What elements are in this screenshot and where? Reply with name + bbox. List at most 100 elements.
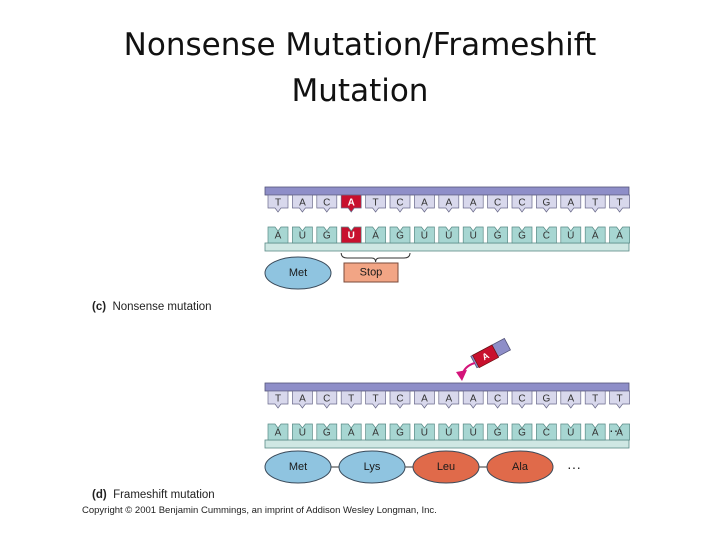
nonsense-dna-base-label: T <box>275 198 281 209</box>
nonsense-dna-base-label: A <box>470 198 477 209</box>
nonsense-dna-base-tab <box>560 194 582 213</box>
copyright-notice: Copyright © 2001 Benjamin Cummings, an i… <box>82 505 437 516</box>
nonsense-mrna-base-label: G <box>494 231 502 242</box>
frameshift-mrna-base-label: A <box>372 428 379 439</box>
caption-nonsense: (c) Nonsense mutation <box>92 301 212 313</box>
nonsense-dna-base-label: T <box>373 198 379 209</box>
frameshift-mrna-base-label: A <box>275 428 282 439</box>
frameshift-mrna-base-label: G <box>323 428 331 439</box>
frameshift-dna-base-tab <box>511 390 533 409</box>
caption-frameshift-text: Frameshift mutation <box>113 489 215 501</box>
frameshift-mrna-base-tab <box>267 423 289 441</box>
protein-lys-frameshift <box>338 450 406 484</box>
frameshift-mrna-base-tab <box>389 423 411 441</box>
frameshift-mrna-base-tab <box>414 423 435 441</box>
frameshift-dna-base-label: A <box>445 394 452 405</box>
frameshift-mrna-strand <box>264 439 630 449</box>
frameshift-dna-base-tab <box>414 390 435 409</box>
nonsense-dna-base-tab <box>292 194 313 213</box>
nonsense-dna-base-label: A <box>567 198 574 209</box>
nonsense-dna-base-tab <box>340 194 362 213</box>
caption-nonsense-letter: (c) <box>92 301 107 313</box>
nonsense-mrna-base-tab <box>511 226 533 244</box>
frameshift-mrna-base-tab <box>365 423 386 441</box>
nonsense-dna-base-label: T <box>592 198 598 209</box>
protein-stop-label: Stop <box>360 267 383 279</box>
protein-ala-frameshift-label: Ala <box>512 461 529 473</box>
nonsense-dna-base-tab <box>267 194 289 213</box>
inserted-base-tab <box>472 344 500 369</box>
frameshift-dna-base-label: C <box>323 394 330 405</box>
nonsense-mrna-base-label: G <box>396 231 404 242</box>
nonsense-mrna-base-tab <box>536 226 557 244</box>
nonsense-dna-base-label: T <box>617 198 623 209</box>
nonsense-dna-base-tab <box>609 194 630 213</box>
frameshift-dna-base-label: C <box>518 394 525 405</box>
frameshift-mrna-base-label: G <box>396 428 404 439</box>
frameshift-mrna-base-tab <box>609 423 630 441</box>
frameshift-mrna-base-label: A <box>348 428 355 439</box>
frameshift-mrna-base-label: U <box>470 428 477 439</box>
protein-met-nonsense-label: Met <box>289 267 307 279</box>
frameshift-mrna-base-label: G <box>518 428 526 439</box>
nonsense-dna-base-tab <box>584 194 606 213</box>
title-line-1: Nonsense Mutation/Frameshift <box>123 27 597 63</box>
nonsense-dna-base-label: A <box>421 198 428 209</box>
frameshift-dna-base-label: T <box>373 394 379 405</box>
frameshift-dna-base-label: T <box>275 394 281 405</box>
frameshift-dna-base-tab <box>462 390 484 409</box>
protein-met-frameshift <box>264 450 332 484</box>
frameshift-mrna-base-tab <box>536 423 557 441</box>
frameshift-dna-base-label: A <box>421 394 428 405</box>
nonsense-dna-base-label: C <box>396 198 403 209</box>
frameshift-dna-base-label: A <box>567 394 574 405</box>
frameshift-mrna-base-tab <box>560 423 582 441</box>
nonsense-mrna-base-tab <box>584 226 606 244</box>
frameshift-dna-base-tab <box>340 390 362 409</box>
nonsense-mrna-base-tab <box>340 226 362 244</box>
nonsense-mrna-base-tab <box>267 226 289 244</box>
nonsense-mrna-base-label: U <box>567 231 574 242</box>
title-line-2: Mutation <box>291 73 429 109</box>
protein-leu-frameshift-label: Leu <box>437 461 455 473</box>
frameshift-dna-base-tab <box>292 390 313 409</box>
frameshift-mrna-base-tab <box>462 423 484 441</box>
frameshift-mrna-base-label: C <box>543 428 550 439</box>
nonsense-mrna-strand <box>264 242 630 252</box>
nonsense-dna-base-label: A <box>348 198 355 209</box>
frameshift-dna-base-tab <box>609 390 630 409</box>
nonsense-dna-base-tab <box>462 194 484 213</box>
nonsense-mrna-base-tab <box>389 226 411 244</box>
caption-frameshift-letter: (d) <box>92 489 107 501</box>
nonsense-dna-base-tab <box>316 194 338 213</box>
protein-stop-box <box>343 262 399 283</box>
nonsense-dna-base-label: C <box>494 198 501 209</box>
nonsense-mrna-base-label: A <box>372 231 379 242</box>
nonsense-mrna-base-tab <box>487 226 508 244</box>
frameshift-dna-base-tab <box>584 390 606 409</box>
nonsense-mrna-base-tab <box>438 226 460 244</box>
nonsense-dna-strand <box>264 186 630 196</box>
nonsense-mrna-base-label: G <box>323 231 331 242</box>
protein-ala-frameshift <box>486 450 554 484</box>
frameshift-mrna-base-label: U <box>567 428 574 439</box>
stop-codon-brace <box>340 252 411 263</box>
frameshift-dna-base-label: C <box>494 394 501 405</box>
frameshift-dna-base-label: T <box>348 394 354 405</box>
frameshift-dna-base-tab <box>365 390 386 409</box>
nonsense-dna-base-tab <box>487 194 508 213</box>
frameshift-dna-base-tab <box>536 390 557 409</box>
nonsense-mrna-base-label: U <box>299 231 306 242</box>
nonsense-mrna-base-tab <box>365 226 386 244</box>
protein-continuation-ellipsis: ··· <box>567 459 581 475</box>
caption-frameshift: (d) Frameshift mutation <box>92 489 215 501</box>
frameshift-dna-base-label: G <box>543 394 551 405</box>
frameshift-dna-strand <box>264 382 630 392</box>
frameshift-mrna-base-tab <box>438 423 460 441</box>
nonsense-mrna-base-label: U <box>445 231 452 242</box>
frameshift-mrna-base-tab <box>487 423 508 441</box>
nonsense-mrna-base-label: A <box>592 231 599 242</box>
inserted-base-group: A <box>470 337 512 369</box>
frameshift-dna-base-label: A <box>299 394 306 405</box>
